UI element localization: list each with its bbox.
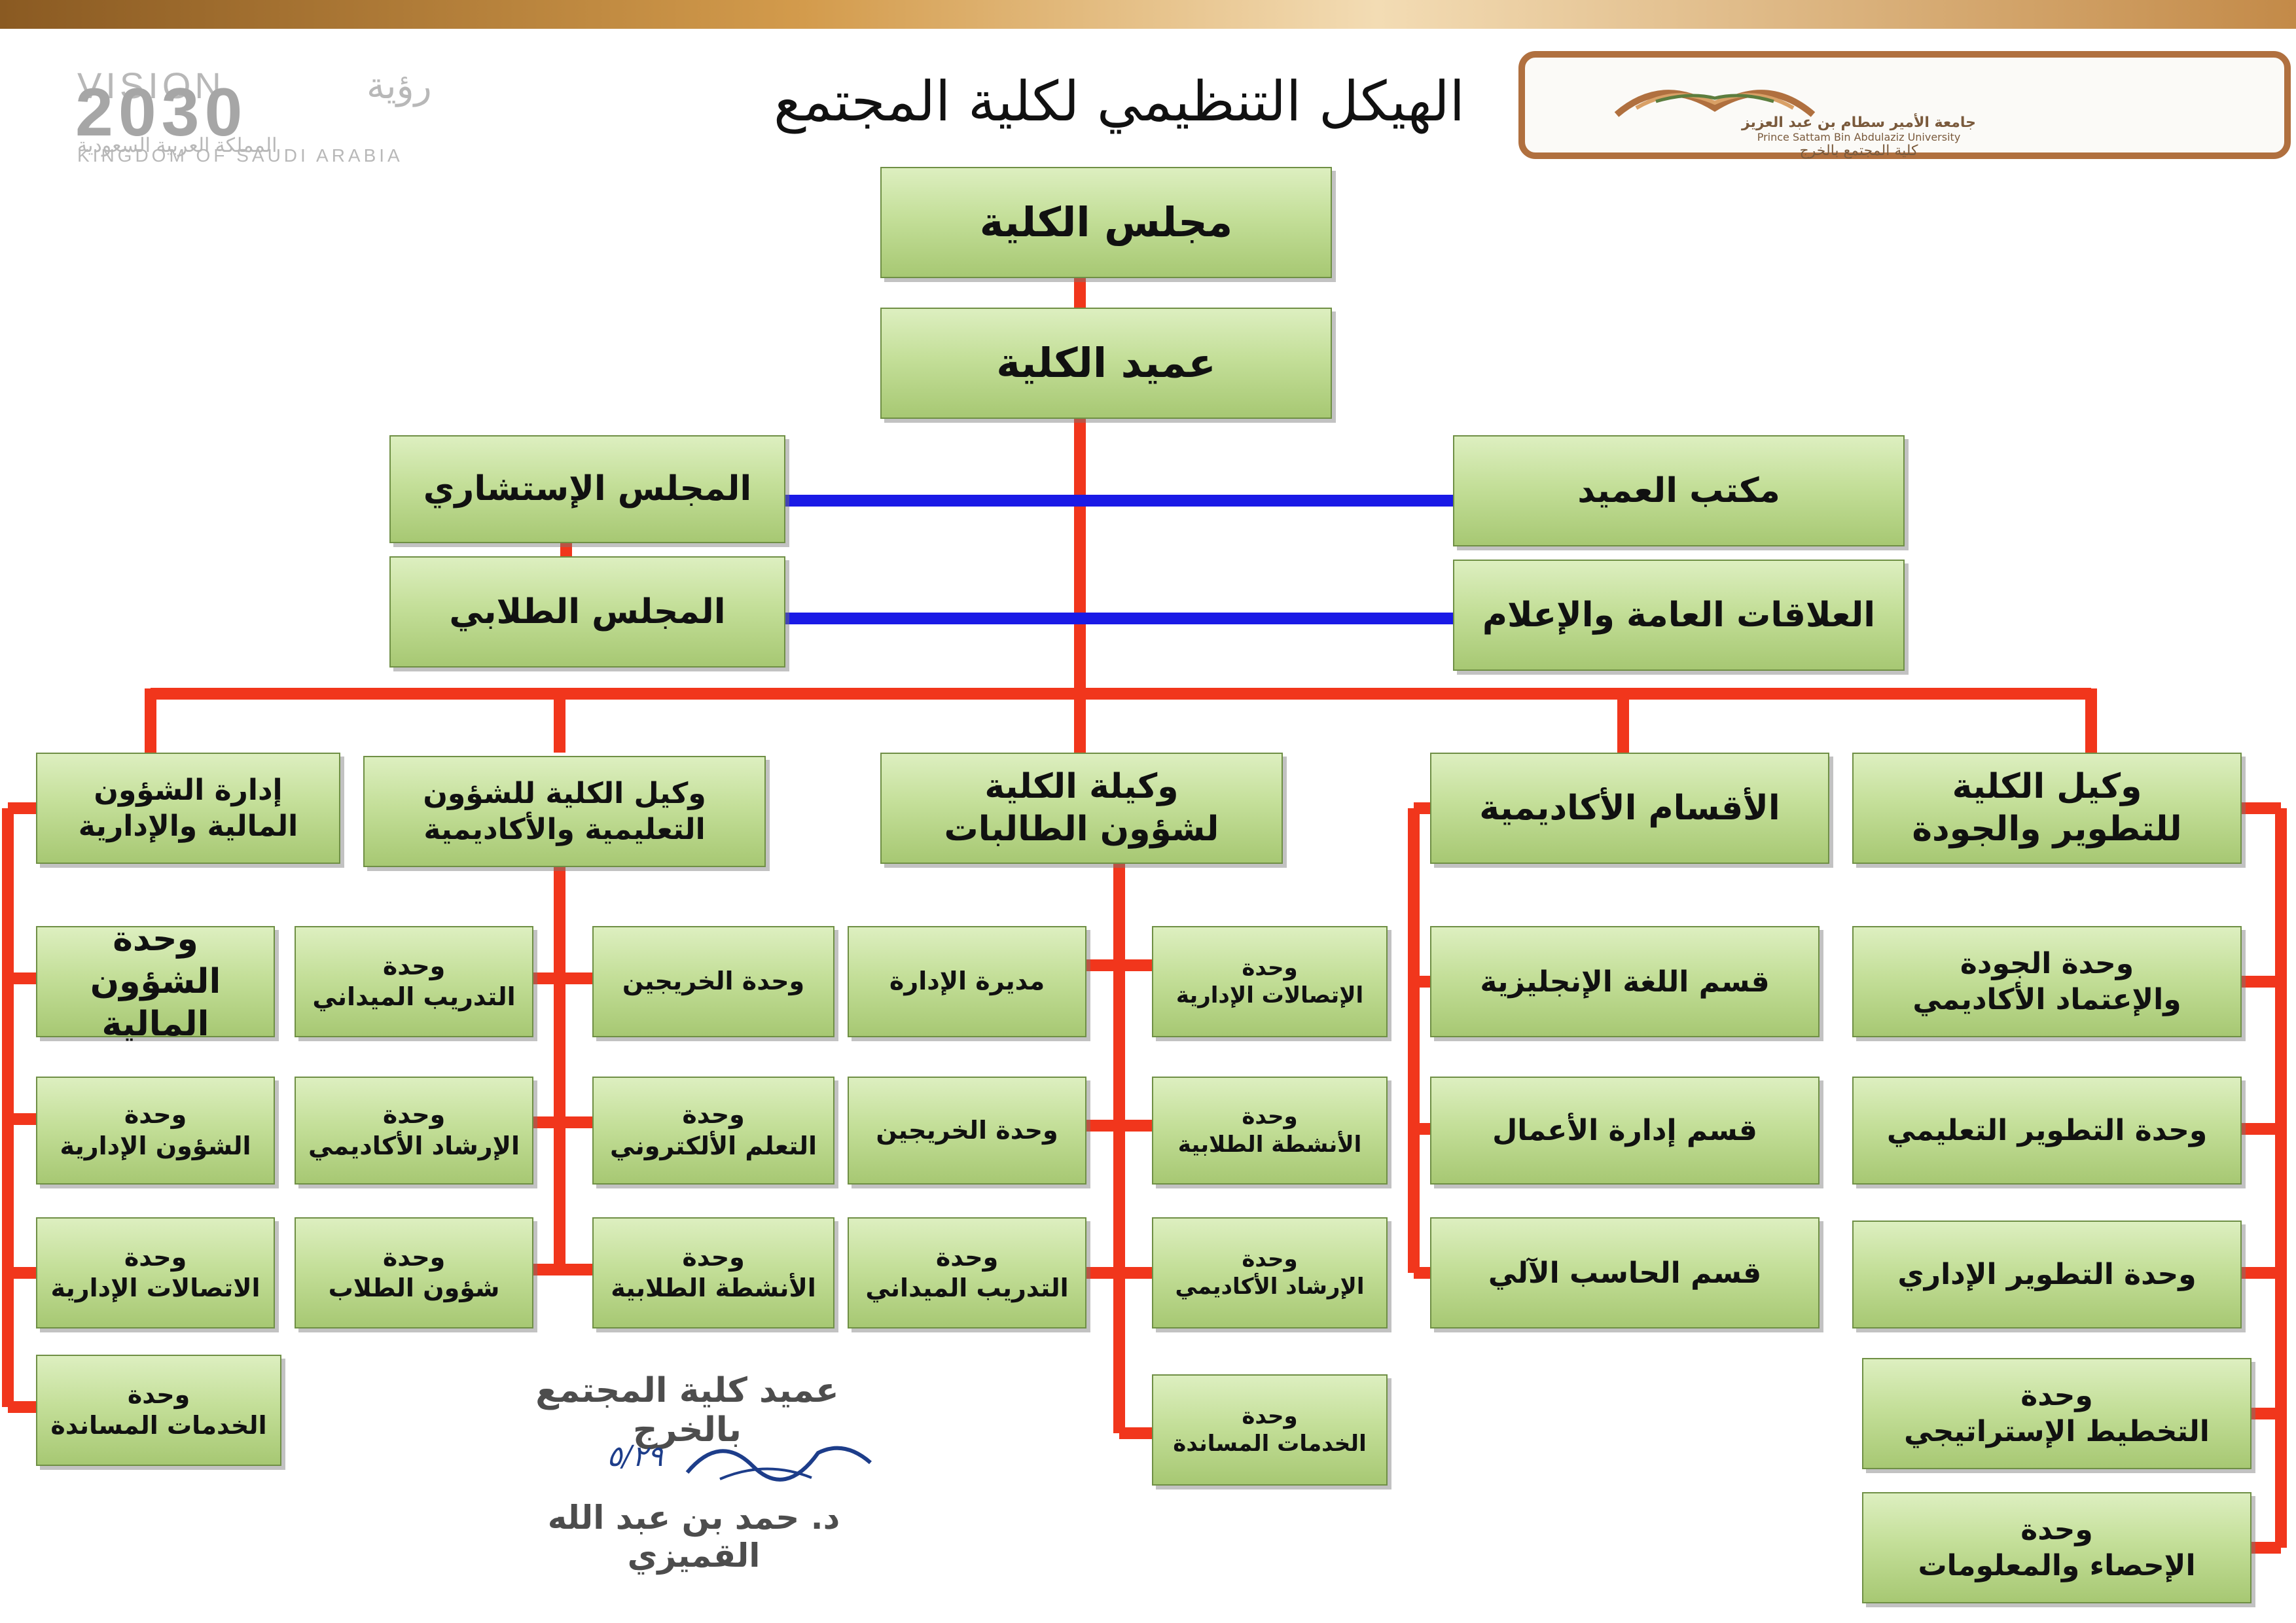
unit-label: شؤون الطلاب [328, 1274, 500, 1302]
unit-label: وحدة [382, 1242, 446, 1272]
unit-label: وحدة [1242, 1245, 1298, 1272]
vision-year: 2030 [75, 75, 248, 151]
student-affairs-unit: وحدة شؤون الطلاب [295, 1217, 533, 1329]
unit-label: وحدة [1242, 1103, 1298, 1130]
vice-dean-academic-line2: التعليمية والأكاديمية [423, 813, 706, 846]
unit-label: وحدة [382, 951, 446, 980]
finance-admin-line1: إدارة الشؤون [94, 774, 283, 807]
unit-label: وحدة [2020, 1513, 2093, 1546]
female-graduates-unit: وحدة الخريجين [848, 1077, 1086, 1185]
finance-admin-box: إدارة الشؤون المالية والإدارية [36, 753, 340, 864]
dean-box: عميد الكلية [880, 308, 1332, 419]
unit-label: الاتصالات الإدارية [50, 1274, 260, 1302]
unit-label: الخدمات المساندة [1173, 1431, 1367, 1457]
unit-label: الأنشطة الطلابية [1177, 1131, 1362, 1158]
admin-communications-unit: وحدة الاتصالات الإدارية [36, 1217, 275, 1329]
vice-dean-academic-box: وكيل الكلية للشؤون التعليمية والأكاديمية [363, 756, 766, 867]
vice-dean-academic-line1: وكيل الكلية للشؤون [423, 777, 706, 810]
vice-dean-female-students-box: وكيلة الكلية لشؤون الطالبات [880, 753, 1283, 864]
vision-arabic: رؤية [367, 65, 432, 106]
vice-dean-female-line2: لشؤون الطالبات [944, 810, 1219, 849]
vision-country-en: KINGDOM OF SAUDI ARABIA [77, 145, 403, 166]
unit-label: وحدة [382, 1100, 446, 1129]
administrative-development-unit: وحدة التطوير الإداري [1852, 1221, 2242, 1329]
unit-label: وحدة الخريجين [876, 1115, 1058, 1145]
unit-label: وحدة [124, 1100, 187, 1129]
financial-affairs-unit: وحدة الشؤون المالية [36, 919, 275, 1044]
vision-word: VISION [77, 65, 225, 106]
unit-label: التعلم الألكتروني [610, 1131, 817, 1160]
university-logo [1518, 51, 2291, 159]
signature-date: ٥/٢٩ [607, 1440, 663, 1473]
vice-dean-development-box: وكيل الكلية للتطوير والجودة [1852, 753, 2242, 864]
quality-accreditation-unit: وحدة الجودة والإعتماد الأكاديمي [1852, 926, 2242, 1037]
academic-advising-unit: وحدة الإرشاد الأكاديمي [295, 1077, 533, 1185]
header-strip [0, 0, 2296, 29]
female-field-training-unit: وحدة التدريب الميداني [848, 1217, 1086, 1329]
e-learning-unit: وحدة التعلم الألكتروني [592, 1077, 834, 1185]
public-relations-box: العلاقات العامة والإعلام [1453, 560, 1905, 671]
unit-label: وحدة [682, 1242, 745, 1272]
finance-admin-line2: المالية والإدارية [78, 810, 298, 843]
signature-title: عميد كلية المجتمع بالخرج [535, 1371, 839, 1450]
female-support-services-unit: وحدة الخدمات المساندة [1152, 1374, 1388, 1486]
female-student-activities-unit: وحدة الأنشطة الطلابية [1152, 1077, 1388, 1185]
unit-label: وحدة الخريجين [622, 967, 805, 996]
unit-label: وحدة [1242, 954, 1298, 981]
unit-label: الخدمات المساندة [50, 1411, 267, 1440]
administrative-affairs-unit: وحدة الشؤون الإدارية [36, 1077, 275, 1185]
support-services-unit: وحدة الخدمات المساندة [36, 1355, 281, 1466]
business-department-box: قسم إدارة الأعمال [1430, 1077, 1820, 1185]
unit-label: مديرة الإدارة [889, 967, 1045, 996]
university-name-ar: جامعة الأمير سطام بن عبد العزيز [1741, 115, 1977, 131]
unit-label: وحدة التطوير الإداري [1897, 1258, 2197, 1291]
computer-department-box: قسم الحاسب الآلي [1430, 1217, 1820, 1329]
signature-scribble-icon [685, 1446, 872, 1482]
college-name: كلية المجتمع بالخرج [1799, 143, 1918, 159]
university-name-en: Prince Sattam Bin Abdulaziz University [1757, 131, 1961, 143]
college-council-box: مجلس الكلية [880, 167, 1332, 278]
unit-label: التدريب الميداني [312, 982, 516, 1011]
vice-dean-development-line1: وكيل الكلية [1952, 767, 2142, 806]
female-admin-director-box: مديرة الإدارة [848, 926, 1086, 1037]
graduates-unit: وحدة الخريجين [592, 926, 834, 1037]
field-training-unit: وحدة التدريب الميداني [295, 926, 533, 1037]
unit-label: الإتصالات الإدارية [1175, 982, 1364, 1008]
unit-label: وحدة [113, 919, 198, 959]
unit-label: وحدة [124, 1242, 187, 1272]
strategic-planning-unit: وحدة التخطيط الإستراتيجي [1862, 1358, 2251, 1469]
unit-label: الإحصاء والمعلومات [1918, 1549, 2196, 1582]
advisory-council-box: المجلس الإستشاري [389, 435, 785, 543]
unit-label: وحدة التطوير التعليمي [1886, 1114, 2208, 1147]
unit-label: التخطيط الإستراتيجي [1904, 1415, 2210, 1448]
unit-label: وحدة [127, 1380, 190, 1409]
unit-label: الأنشطة الطلابية [611, 1274, 816, 1302]
unit-label: التدريب الميداني [865, 1274, 1069, 1302]
female-academic-advising-unit: وحدة الإرشاد الأكاديمي [1152, 1217, 1388, 1329]
unit-label: والإعتماد الأكاديمي [1912, 983, 2181, 1016]
vice-dean-development-line2: للتطوير والجودة [1912, 810, 2182, 849]
book-emblem-icon [1614, 90, 1816, 117]
unit-label: الشؤون الإدارية [60, 1131, 251, 1160]
vision-country-ar: المملكة العربية السعودية [77, 135, 278, 156]
unit-label: وحدة [682, 1100, 745, 1129]
english-department-box: قسم اللغة الإنجليزية [1430, 926, 1820, 1037]
unit-label: وحدة [1242, 1402, 1298, 1429]
unit-label: وحدة [2020, 1379, 2093, 1412]
student-council-box: المجلس الطلابي [389, 556, 785, 668]
academic-departments-box: الأقسام الأكاديمية [1430, 753, 1829, 864]
unit-label: الإرشاد الأكاديمي [308, 1131, 520, 1160]
dean-office-box: مكتب العميد [1453, 435, 1905, 546]
vice-dean-female-line1: وكيلة الكلية [984, 767, 1179, 806]
unit-label: الإرشاد الأكاديمي [1175, 1274, 1365, 1300]
unit-label: الشؤون المالية [90, 961, 221, 1044]
educational-development-unit: وحدة التطوير التعليمي [1852, 1077, 2242, 1185]
unit-label: وحدة الجودة [1960, 947, 2134, 980]
female-admin-communications-unit: وحدة الإتصالات الإدارية [1152, 926, 1388, 1037]
unit-label: وحدة [935, 1242, 999, 1272]
signature-name: د. حمد بن عبد الله القميزي [547, 1499, 840, 1575]
statistics-information-unit: وحدة الإحصاء والمعلومات [1862, 1492, 2251, 1603]
student-activities-unit: وحدة الأنشطة الطلابية [592, 1217, 834, 1329]
